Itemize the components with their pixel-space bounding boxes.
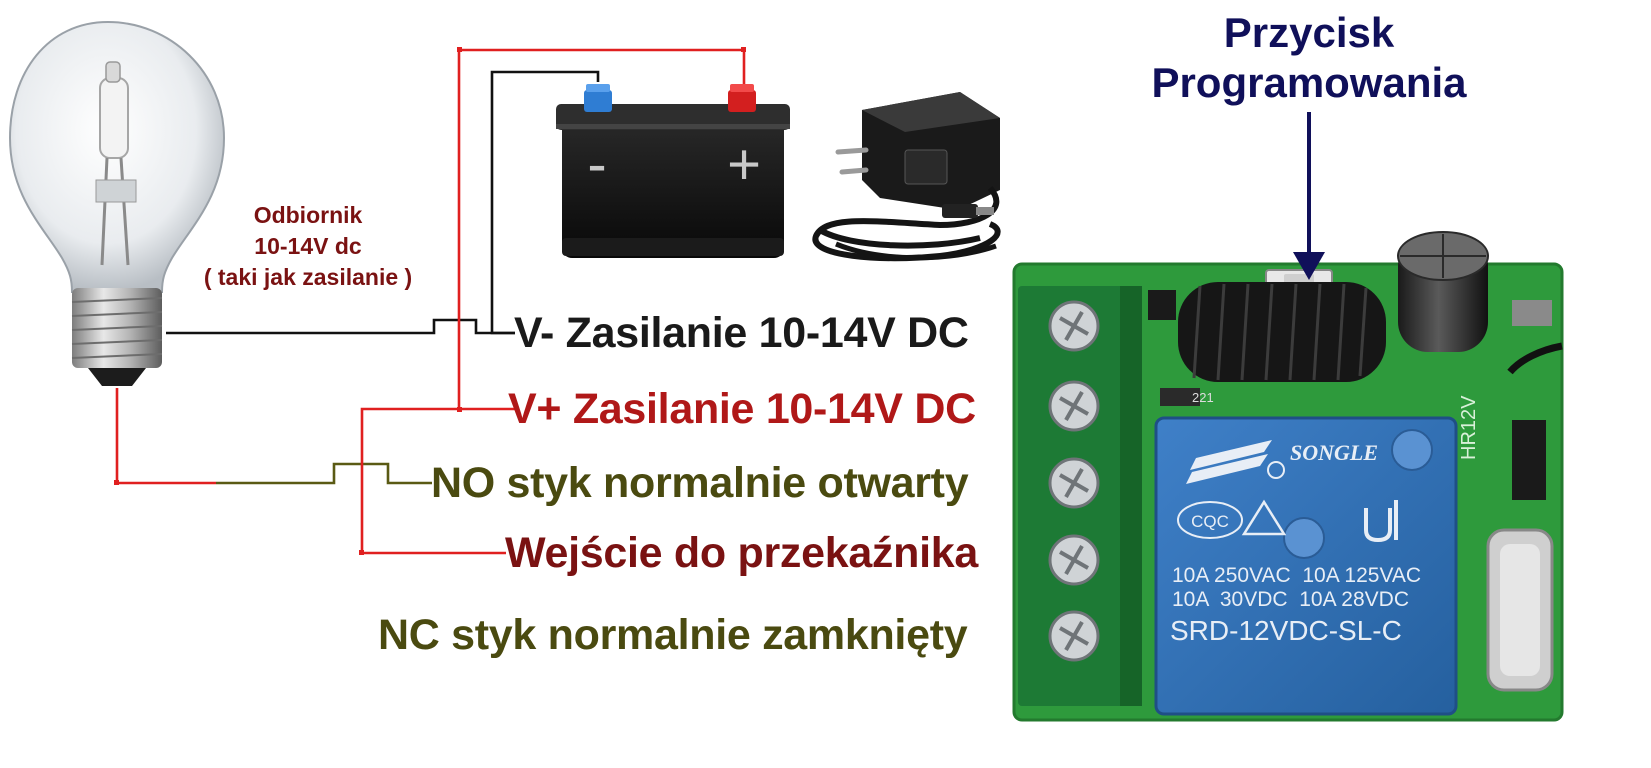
battery-plus-sign: + xyxy=(727,132,761,197)
relay-cqc: CQC xyxy=(1191,512,1229,531)
program-button-line1: Przycisk xyxy=(1223,9,1395,56)
program-button-line2: Programowania xyxy=(1151,59,1467,106)
terminal-label-com: Wejście do przekaźnika xyxy=(505,529,978,577)
load-label-line1: Odbiornik xyxy=(253,202,363,228)
wire-bulb-vminus xyxy=(166,318,515,335)
load-label: Odbiornik 10-14V dc ( taki jak zasilanie… xyxy=(180,200,436,293)
wire-bulb-no-olive xyxy=(216,462,432,485)
program-button-label: Przycisk Programowania xyxy=(1049,8,1569,108)
battery-minus-sign: - xyxy=(587,132,606,197)
terminal-label-no: NO styk normalnie otwarty xyxy=(431,459,969,507)
power-adapter-icon xyxy=(812,92,1001,262)
load-label-line2: 10-14V dc xyxy=(254,233,362,259)
relay-rating-2: 10A 30VDC 10A 28VDC xyxy=(1172,588,1409,611)
terminal-screws xyxy=(1048,300,1100,662)
car-battery-icon: - + xyxy=(556,84,790,258)
wire-bulb-no-red xyxy=(115,388,216,485)
hr-marking: HR12V xyxy=(1458,395,1480,460)
wire-junctions xyxy=(114,47,746,555)
relay-module-icon: 221 HR12V SONGLE CQC 10A 250VAC 10A 125V… xyxy=(1012,231,1564,722)
relay-rating-1: 10A 250VAC 10A 125VAC xyxy=(1172,564,1421,587)
terminal-label-nc: NC styk normalnie zamknięty xyxy=(378,611,968,659)
wire-vplus-com xyxy=(360,407,506,555)
relay-model: SRD-12VDC-SL-C xyxy=(1170,615,1402,646)
resistor-marking: 221 xyxy=(1192,390,1214,405)
load-label-line3: ( taki jak zasilanie ) xyxy=(203,264,413,290)
arrow-down-icon xyxy=(1293,112,1325,280)
relay-brand: SONGLE xyxy=(1290,440,1378,465)
terminal-label-v-minus: V- Zasilanie 10-14V DC xyxy=(514,309,969,357)
light-bulb-icon xyxy=(8,20,226,386)
wire-battery-minus xyxy=(490,70,600,335)
terminal-label-v-plus: V+ Zasilanie 10-14V DC xyxy=(508,385,976,433)
